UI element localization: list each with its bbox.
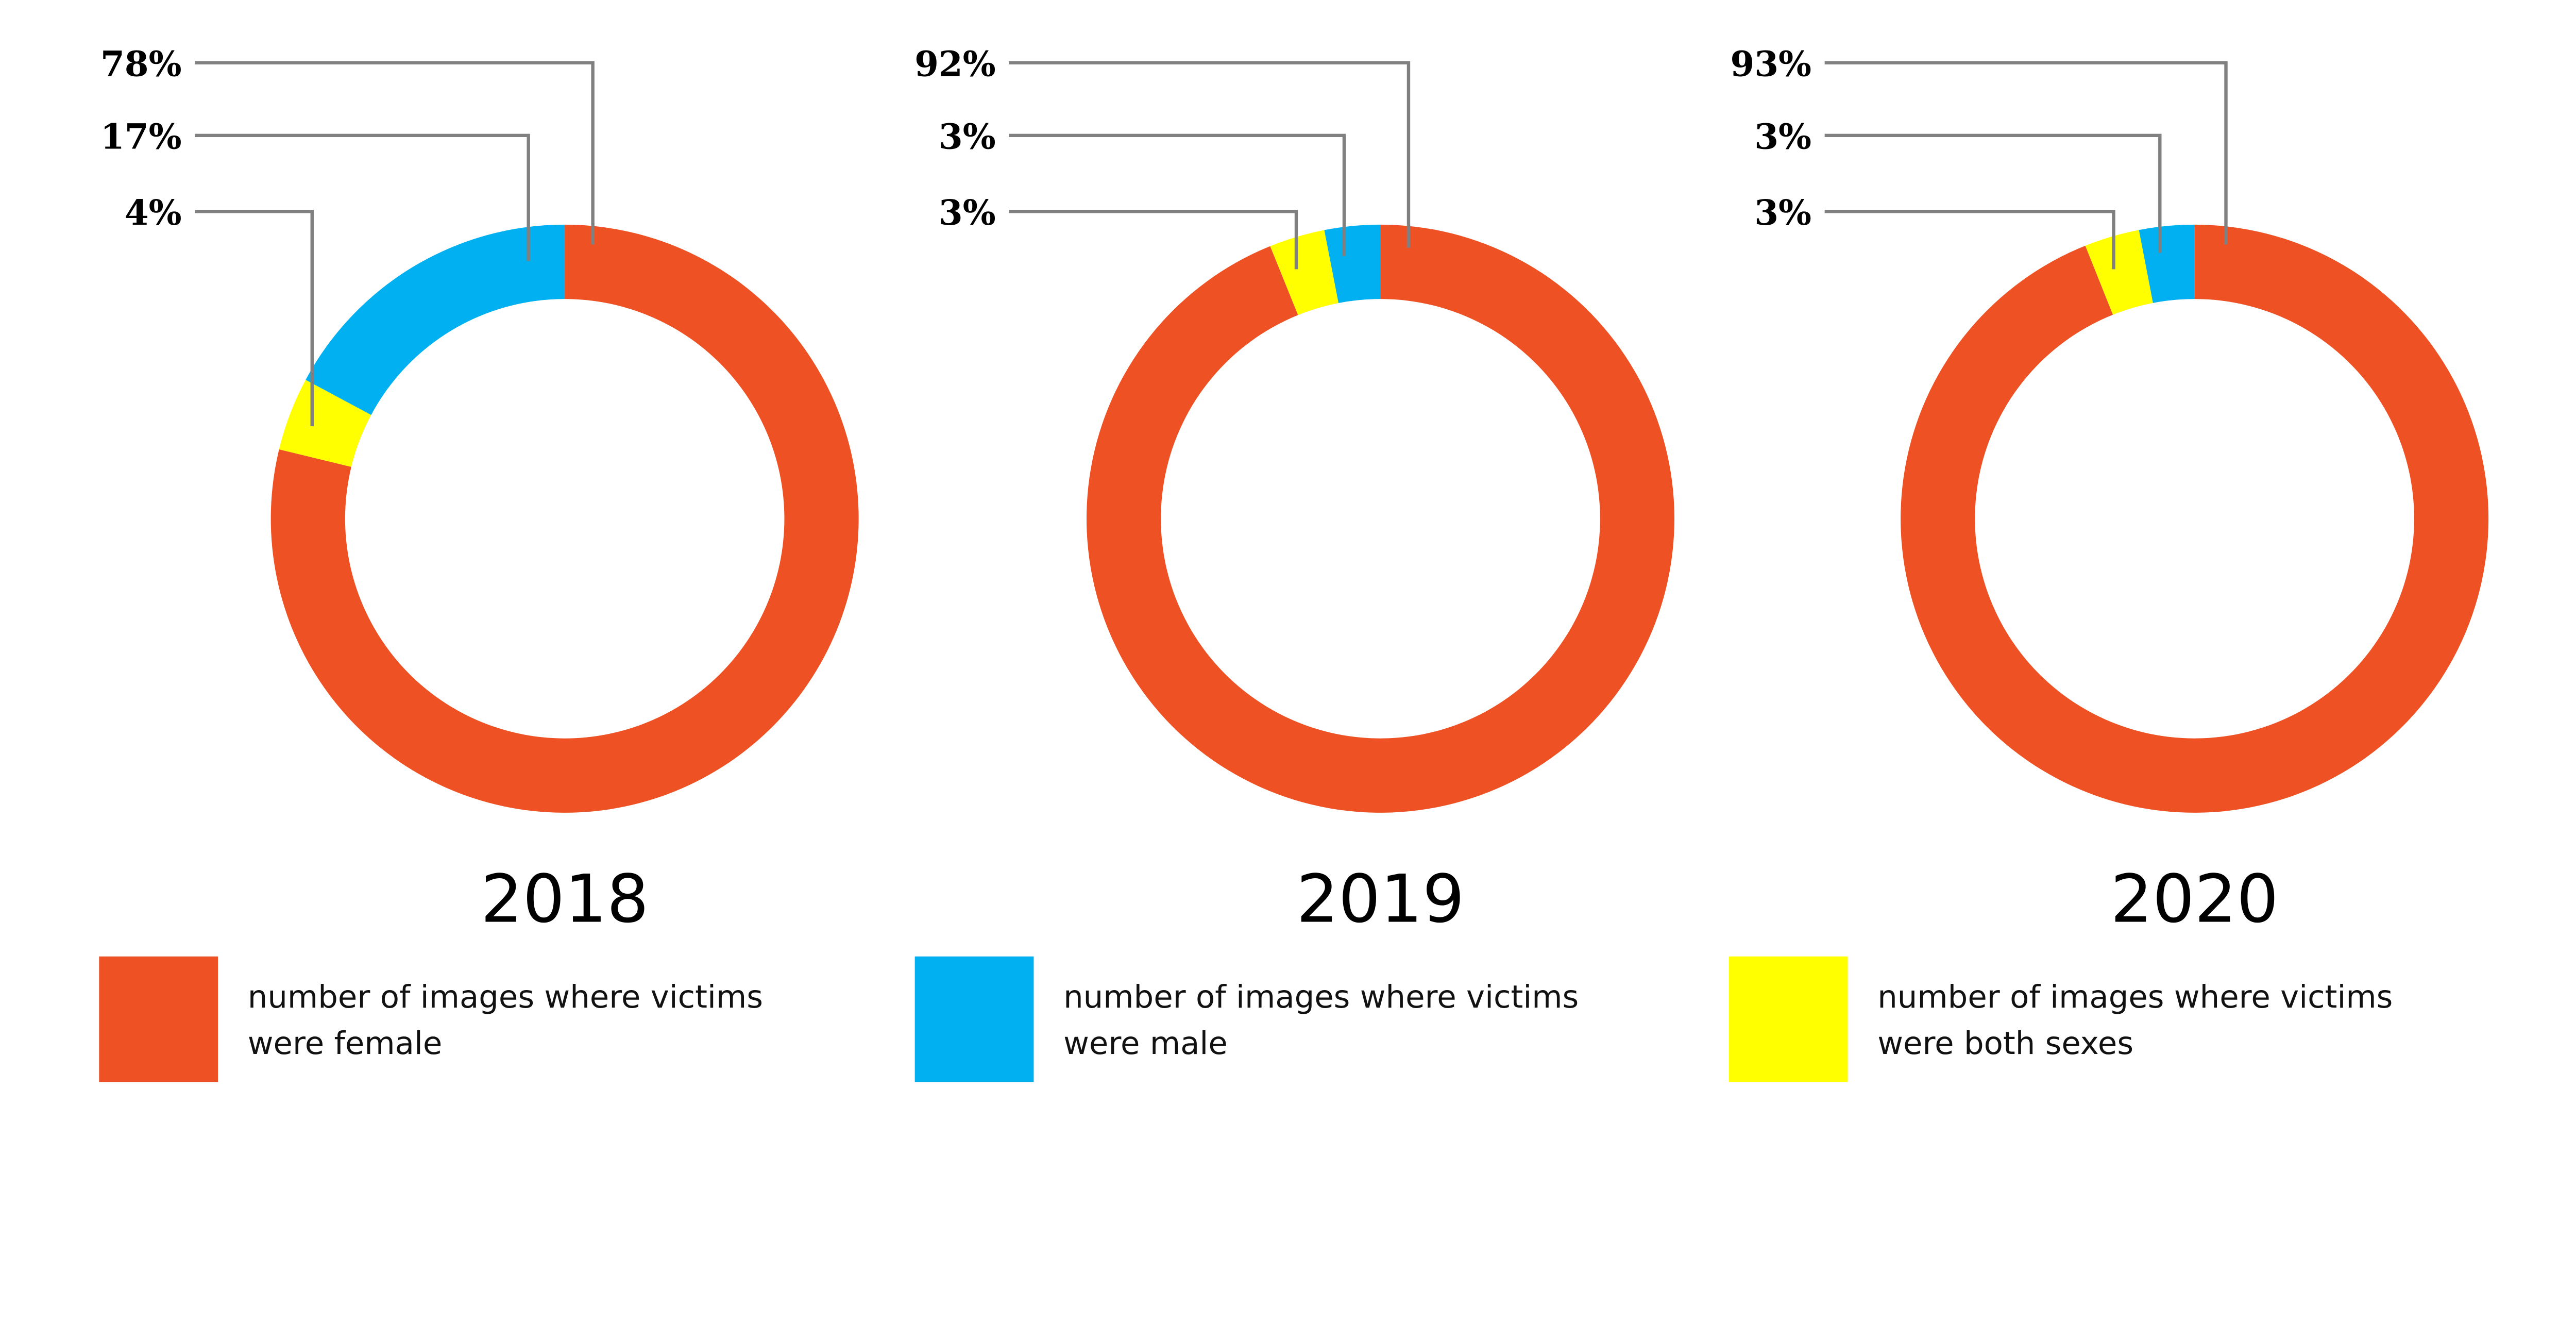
percent-label: 17% [100, 116, 182, 157]
percent-label: 3% [1754, 192, 1811, 233]
slice-both-sexes [1270, 230, 1338, 315]
legend-text-line2: were male [1063, 1025, 1228, 1062]
percent-label: 78% [100, 43, 182, 84]
leader-line [1824, 61, 2228, 245]
year-label: 2020 [2110, 861, 2278, 937]
percent-label: 92% [914, 43, 996, 84]
slice-male [306, 224, 565, 415]
percent-label: 93% [1730, 43, 1811, 84]
legend-item-male: number of images where victims were male [914, 956, 1579, 1082]
donut-2019: 92% 3% 3% 2019 [914, 43, 1674, 937]
donut-charts: 78% 17% 4% 2018 92% 3% 3% 2019 93% 3% 3% 2020 numbe… [99, 43, 2489, 1082]
percent-label: 3% [939, 192, 996, 233]
legend-text-line1: number of images where victims [248, 979, 763, 1015]
leader-line [195, 61, 595, 245]
leader-line [195, 133, 530, 261]
slice-female [1901, 224, 2489, 813]
legend-swatch [914, 956, 1034, 1082]
leader-line [195, 210, 314, 426]
leader-line [1824, 133, 2162, 253]
donut-2020: 93% 3% 3% 2020 [1730, 43, 2489, 937]
slice-both-sexes [2085, 230, 2153, 315]
legend-text-line2: were both sexes [1877, 1025, 2133, 1062]
legend-text-line1: number of images where victims [1877, 979, 2393, 1015]
year-label: 2018 [481, 861, 649, 937]
legend-text-line1: number of images where victims [1063, 979, 1579, 1015]
leader-line [1824, 210, 2115, 270]
leader-line [1009, 61, 1411, 248]
percent-label: 3% [1754, 116, 1811, 157]
year-label: 2019 [1296, 861, 1464, 937]
legend-swatch [99, 956, 218, 1082]
leader-line [1009, 133, 1346, 256]
slice-female [1086, 224, 1674, 813]
slice-both-sexes [279, 379, 371, 467]
legend-item-female: number of images where victims were femal… [99, 956, 763, 1082]
leader-line [1009, 210, 1298, 270]
donut-2018: 78% 17% 4% 2018 [100, 43, 859, 937]
slice-male [2139, 224, 2195, 303]
legend-swatch [1728, 956, 1848, 1082]
slice-male [1324, 224, 1381, 303]
percent-label: 3% [939, 116, 996, 157]
percent-label: 4% [125, 192, 182, 233]
legend-text-line2: were female [248, 1025, 443, 1062]
legend-item-both-sexes: number of images where victims were both … [1728, 956, 2393, 1082]
